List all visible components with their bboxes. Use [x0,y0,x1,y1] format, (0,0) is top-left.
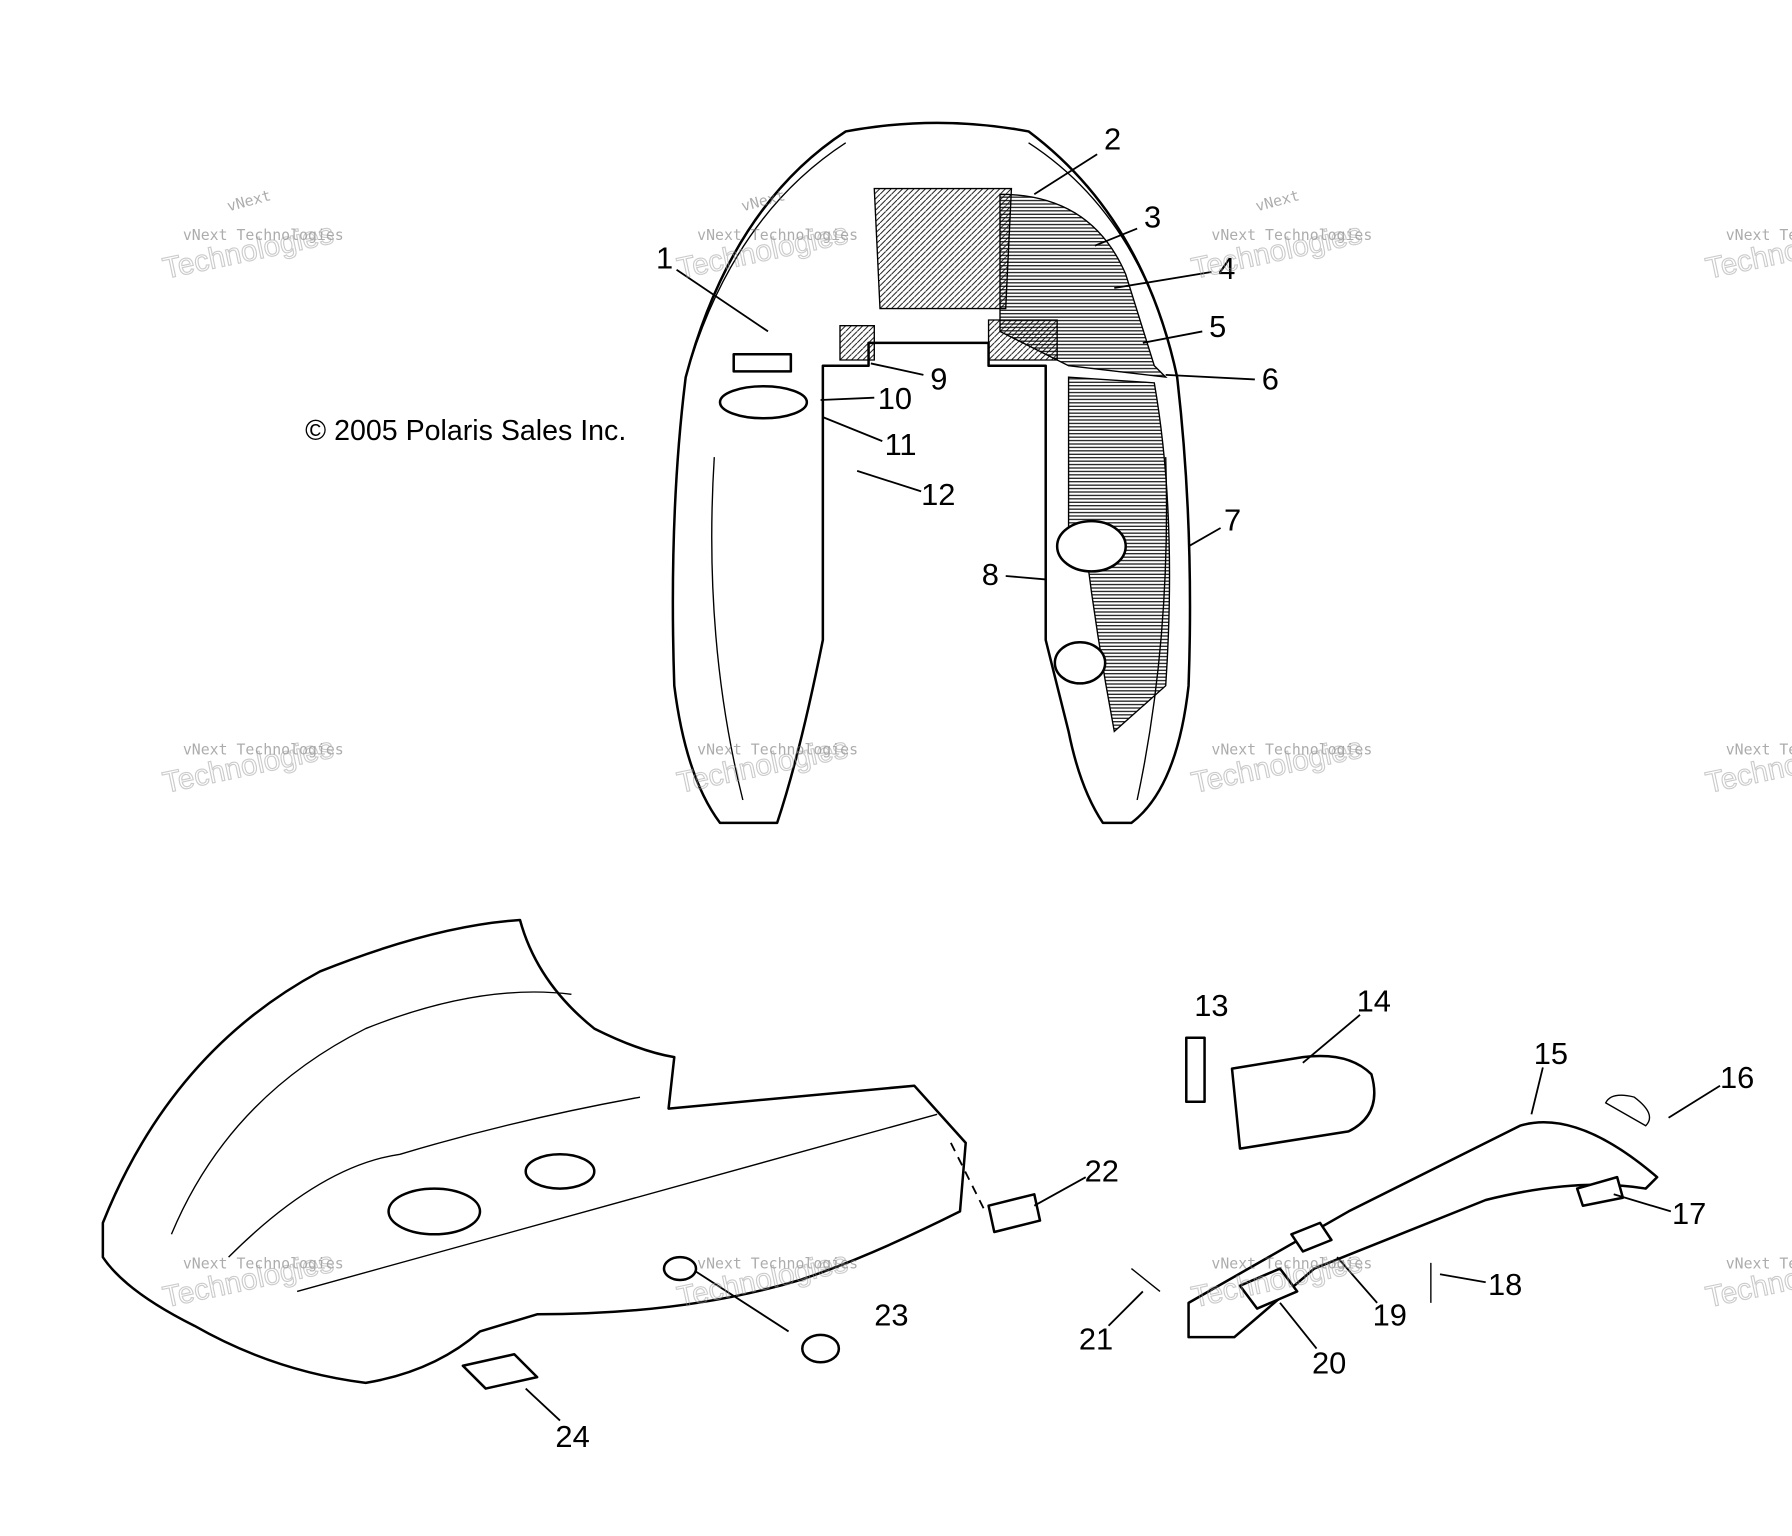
watermark-text: vNext Technologies [1726,226,1792,244]
part-23 [801,1333,841,1364]
hood-iso-view [101,918,967,1385]
watermark-text: vNext [225,186,273,215]
callout-13: 13 [1194,988,1228,1023]
watermark-text: vNext Technologies [183,226,344,244]
part-14 [1230,1054,1376,1150]
part-19 [1290,1221,1333,1253]
callout-9: 9 [930,362,947,397]
callout-23: 23 [874,1298,908,1333]
callout-16: 16 [1720,1060,1754,1095]
watermark-text: vNext Technologies [1211,1255,1372,1273]
callout-19: 19 [1373,1298,1407,1333]
part-16 [1604,1094,1651,1127]
callout-15: 15 [1534,1036,1568,1071]
watermark-text: vNext Technologies [697,226,858,244]
callout-14: 14 [1357,983,1391,1018]
callout-6: 6 [1262,362,1279,397]
watermark-text: vNext Technologies [1211,740,1372,758]
part-24 [461,1353,539,1390]
callout-12: 12 [921,477,955,512]
callout-5: 5 [1209,309,1226,344]
watermark-text: vNext Technologies [183,740,344,758]
callout-20: 20 [1312,1346,1346,1381]
callout-22: 22 [1085,1154,1119,1189]
callout-11: 11 [885,427,917,462]
watermark-text: vNext Technologies [1726,1255,1792,1273]
callout-10: 10 [878,381,912,416]
part-15 [1187,1121,1659,1339]
watermark-text: vNext Technologies [1726,740,1792,758]
leader-lines [525,153,1721,1422]
watermark-text: vNext Technologies [183,1255,344,1273]
callout-17: 17 [1672,1196,1706,1231]
callout-18: 18 [1488,1267,1522,1302]
watermark-text: vNext Technologies [697,1255,858,1273]
copyright-text: © 2005 Polaris Sales Inc. [305,415,626,447]
watermark-text: vNext Technologies [1211,226,1372,244]
callout-21: 21 [1079,1322,1113,1357]
callout-7: 7 [1224,502,1241,537]
part-22 [987,1193,1042,1234]
part-13 [1185,1036,1206,1103]
part-21 [1131,1268,1161,1292]
callout-4: 4 [1218,251,1235,286]
watermark-text: vNext Technologies [697,740,858,758]
callout-24: 24 [555,1419,589,1454]
callout-2: 2 [1104,122,1121,157]
hood-top-view [671,121,1192,825]
watermark-text: vNext [1254,186,1302,215]
callout-3: 3 [1144,199,1161,234]
part-20 [1238,1267,1299,1310]
callout-1: 1 [656,241,673,276]
callout-numbers: 1 2 3 4 5 6 7 8 9 10 11 12 13 14 15 16 1… [555,122,1754,1454]
callout-8: 8 [982,557,999,592]
